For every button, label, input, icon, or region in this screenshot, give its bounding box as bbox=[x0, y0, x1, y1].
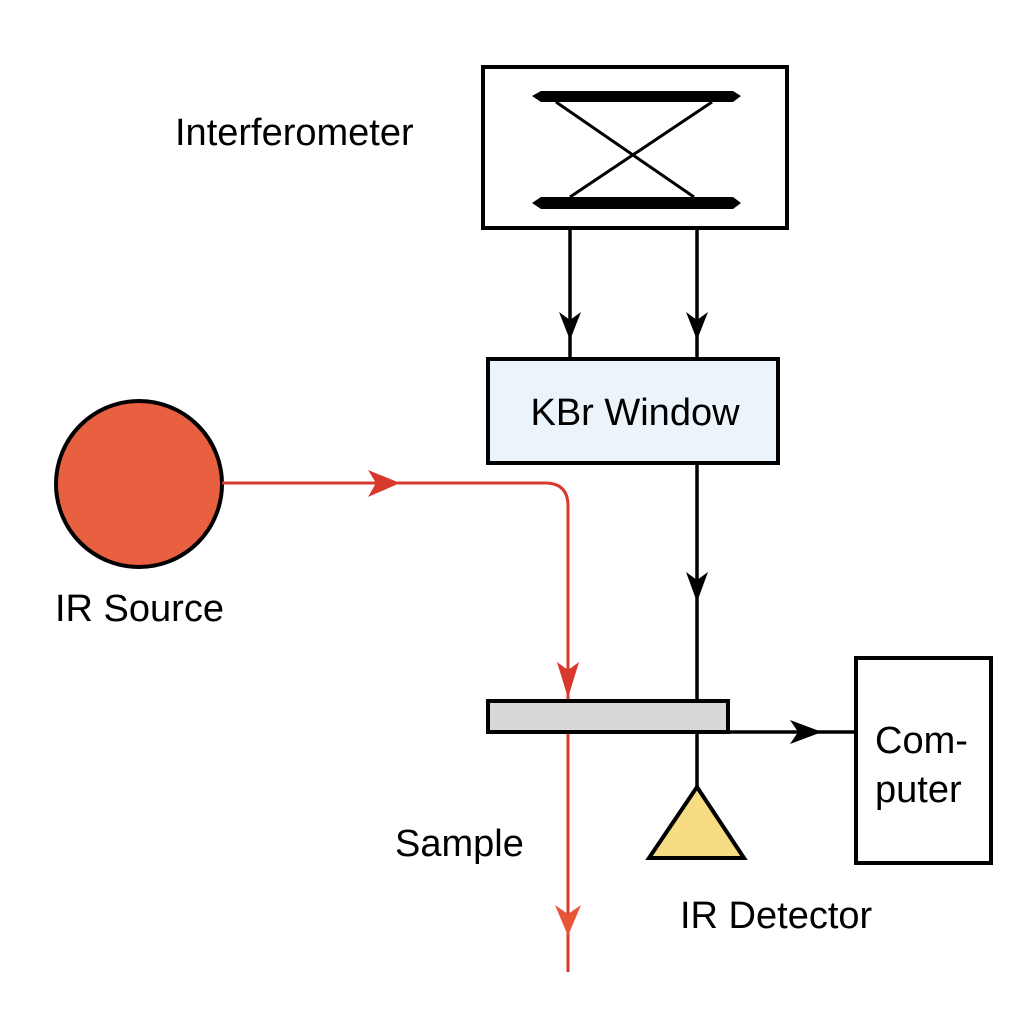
computer-label-line1: Com- bbox=[875, 720, 968, 762]
computer-box bbox=[854, 656, 993, 865]
interferometer-cross-line bbox=[555, 100, 695, 199]
arrow-down-icon bbox=[686, 572, 708, 602]
ir-beam-path bbox=[222, 481, 570, 700]
arrow-down-icon bbox=[686, 312, 708, 340]
computer-label-line2: puter bbox=[875, 769, 962, 811]
interferometer-label: Interferometer bbox=[175, 112, 414, 154]
interferometer-to-window-arrows bbox=[559, 230, 708, 358]
arrow-right-icon bbox=[790, 720, 822, 744]
ir-beam bbox=[222, 470, 581, 972]
ir-source-label: IR Source bbox=[55, 588, 224, 630]
arrow-down-icon bbox=[555, 905, 581, 936]
ir-detector-triangle bbox=[645, 783, 748, 860]
interferometer-cross-line bbox=[569, 100, 713, 199]
ir-source-circle bbox=[54, 399, 224, 569]
arrow-right-icon bbox=[368, 470, 400, 497]
interferometer-block bbox=[481, 65, 789, 230]
kbr-window-box bbox=[486, 357, 780, 465]
interferometer-bottom-mirror bbox=[532, 197, 741, 209]
interferometer-top-mirror bbox=[532, 91, 741, 102]
sample-plate bbox=[486, 699, 730, 734]
ir-detector-label: IR Detector bbox=[680, 895, 873, 937]
kbr-window-label: KBr Window bbox=[530, 392, 740, 434]
arrow-down-icon bbox=[557, 662, 579, 698]
arrow-down-icon bbox=[559, 312, 581, 340]
sample-label: Sample bbox=[395, 823, 524, 865]
